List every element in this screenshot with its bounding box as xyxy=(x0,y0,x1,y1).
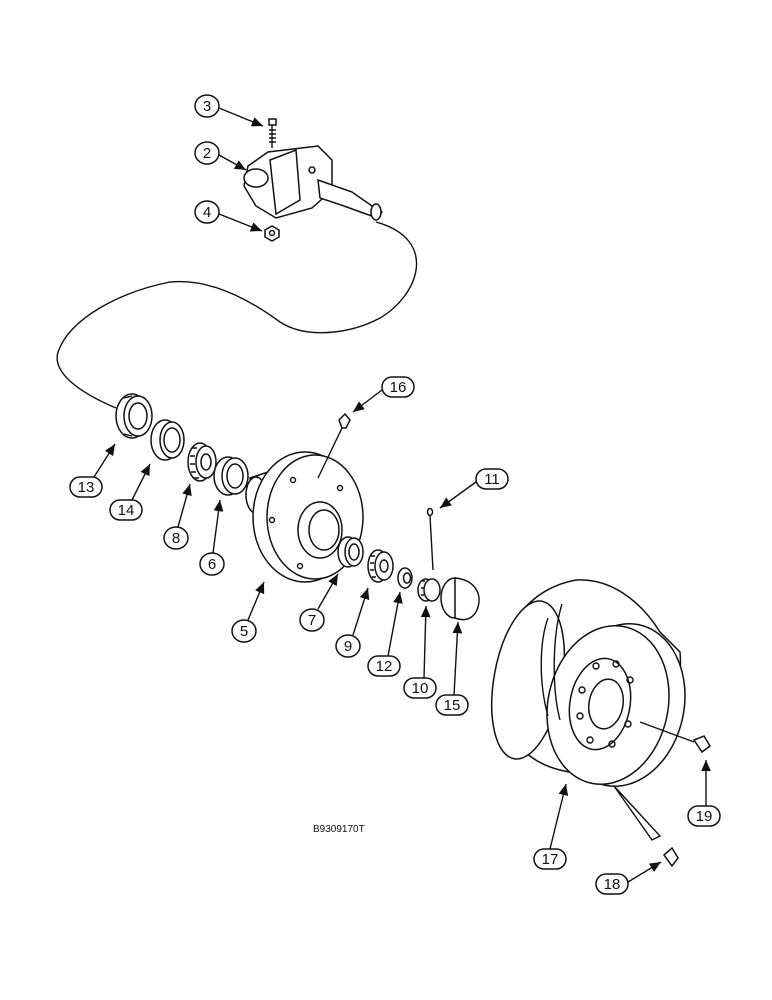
svg-text:13: 13 xyxy=(78,479,95,496)
leader-4 xyxy=(218,213,263,232)
valve-stem-leader xyxy=(613,785,662,841)
leader-16 xyxy=(352,389,383,413)
svg-text:8: 8 xyxy=(172,530,180,547)
leader-10 xyxy=(420,605,431,679)
leader-7 xyxy=(317,573,339,610)
callout-15: 15 xyxy=(435,694,469,716)
callout-17: 17 xyxy=(533,848,567,870)
grease-fitting-leader xyxy=(317,427,343,479)
callout-14: 14 xyxy=(109,499,143,521)
wheel-rim xyxy=(490,579,686,787)
svg-text:9: 9 xyxy=(344,638,352,655)
svg-text:19: 19 xyxy=(696,808,713,825)
leader-13 xyxy=(93,443,116,478)
washer xyxy=(397,567,413,589)
svg-text:11: 11 xyxy=(484,471,500,488)
leader-5 xyxy=(247,581,265,621)
svg-text:17: 17 xyxy=(542,851,559,868)
cotter-pin xyxy=(426,507,434,571)
leader-2 xyxy=(218,154,247,171)
callout-10: 10 xyxy=(403,677,437,699)
spindle-nut xyxy=(264,225,280,242)
svg-text:16: 16 xyxy=(390,379,407,396)
callout-7: 7 xyxy=(299,608,325,632)
leader-6 xyxy=(212,499,224,554)
svg-text:2: 2 xyxy=(203,145,211,162)
castle-nut xyxy=(417,578,441,602)
callout-2: 2 xyxy=(194,141,220,165)
leader-8 xyxy=(177,483,192,528)
grease-seal xyxy=(115,393,153,439)
svg-text:10: 10 xyxy=(412,680,429,697)
callout-3: 3 xyxy=(194,94,220,118)
wheel-bolt xyxy=(639,721,711,754)
callout-11: 11 xyxy=(475,468,509,490)
svg-text:3: 3 xyxy=(203,98,211,115)
leader-15 xyxy=(452,621,463,696)
inner-bearing-cup xyxy=(150,419,185,461)
figure-reference: B9309170T xyxy=(313,824,365,835)
bearing-cup-inner-hub xyxy=(213,456,249,496)
svg-text:12: 12 xyxy=(376,658,393,675)
callout-4: 4 xyxy=(194,200,220,224)
svg-text:14: 14 xyxy=(118,502,135,519)
leader-3 xyxy=(218,107,264,127)
hub-cap xyxy=(440,577,480,621)
callout-18: 18 xyxy=(595,873,629,895)
svg-text:7: 7 xyxy=(308,612,316,629)
callout-19: 19 xyxy=(687,805,721,827)
steering-spindle xyxy=(243,145,384,221)
leader-18 xyxy=(627,861,662,883)
callout-12: 12 xyxy=(367,655,401,677)
leader-9 xyxy=(352,587,370,636)
leader-11 xyxy=(439,481,477,509)
callout-6: 6 xyxy=(199,552,225,576)
svg-text:6: 6 xyxy=(208,556,216,573)
spindle-bolt xyxy=(268,118,277,148)
callout-13: 13 xyxy=(69,476,103,498)
leader-12 xyxy=(387,591,403,657)
valve-stem xyxy=(662,846,679,868)
svg-text:4: 4 xyxy=(203,204,211,221)
svg-text:18: 18 xyxy=(604,876,621,893)
grease-fitting xyxy=(338,412,351,429)
callout-5: 5 xyxy=(231,619,257,643)
callout-16: 16 xyxy=(381,376,415,398)
callout-8: 8 xyxy=(163,526,189,550)
inner-bearing-cone xyxy=(187,442,217,482)
svg-text:5: 5 xyxy=(240,623,248,640)
assembly-path-line xyxy=(56,221,418,409)
outer-bearing-cone xyxy=(367,549,394,583)
leader-14 xyxy=(131,463,151,501)
callout-9: 9 xyxy=(335,634,361,658)
outer-bearing-cup xyxy=(337,536,364,568)
svg-text:15: 15 xyxy=(444,697,461,714)
leader-17 xyxy=(549,783,569,850)
